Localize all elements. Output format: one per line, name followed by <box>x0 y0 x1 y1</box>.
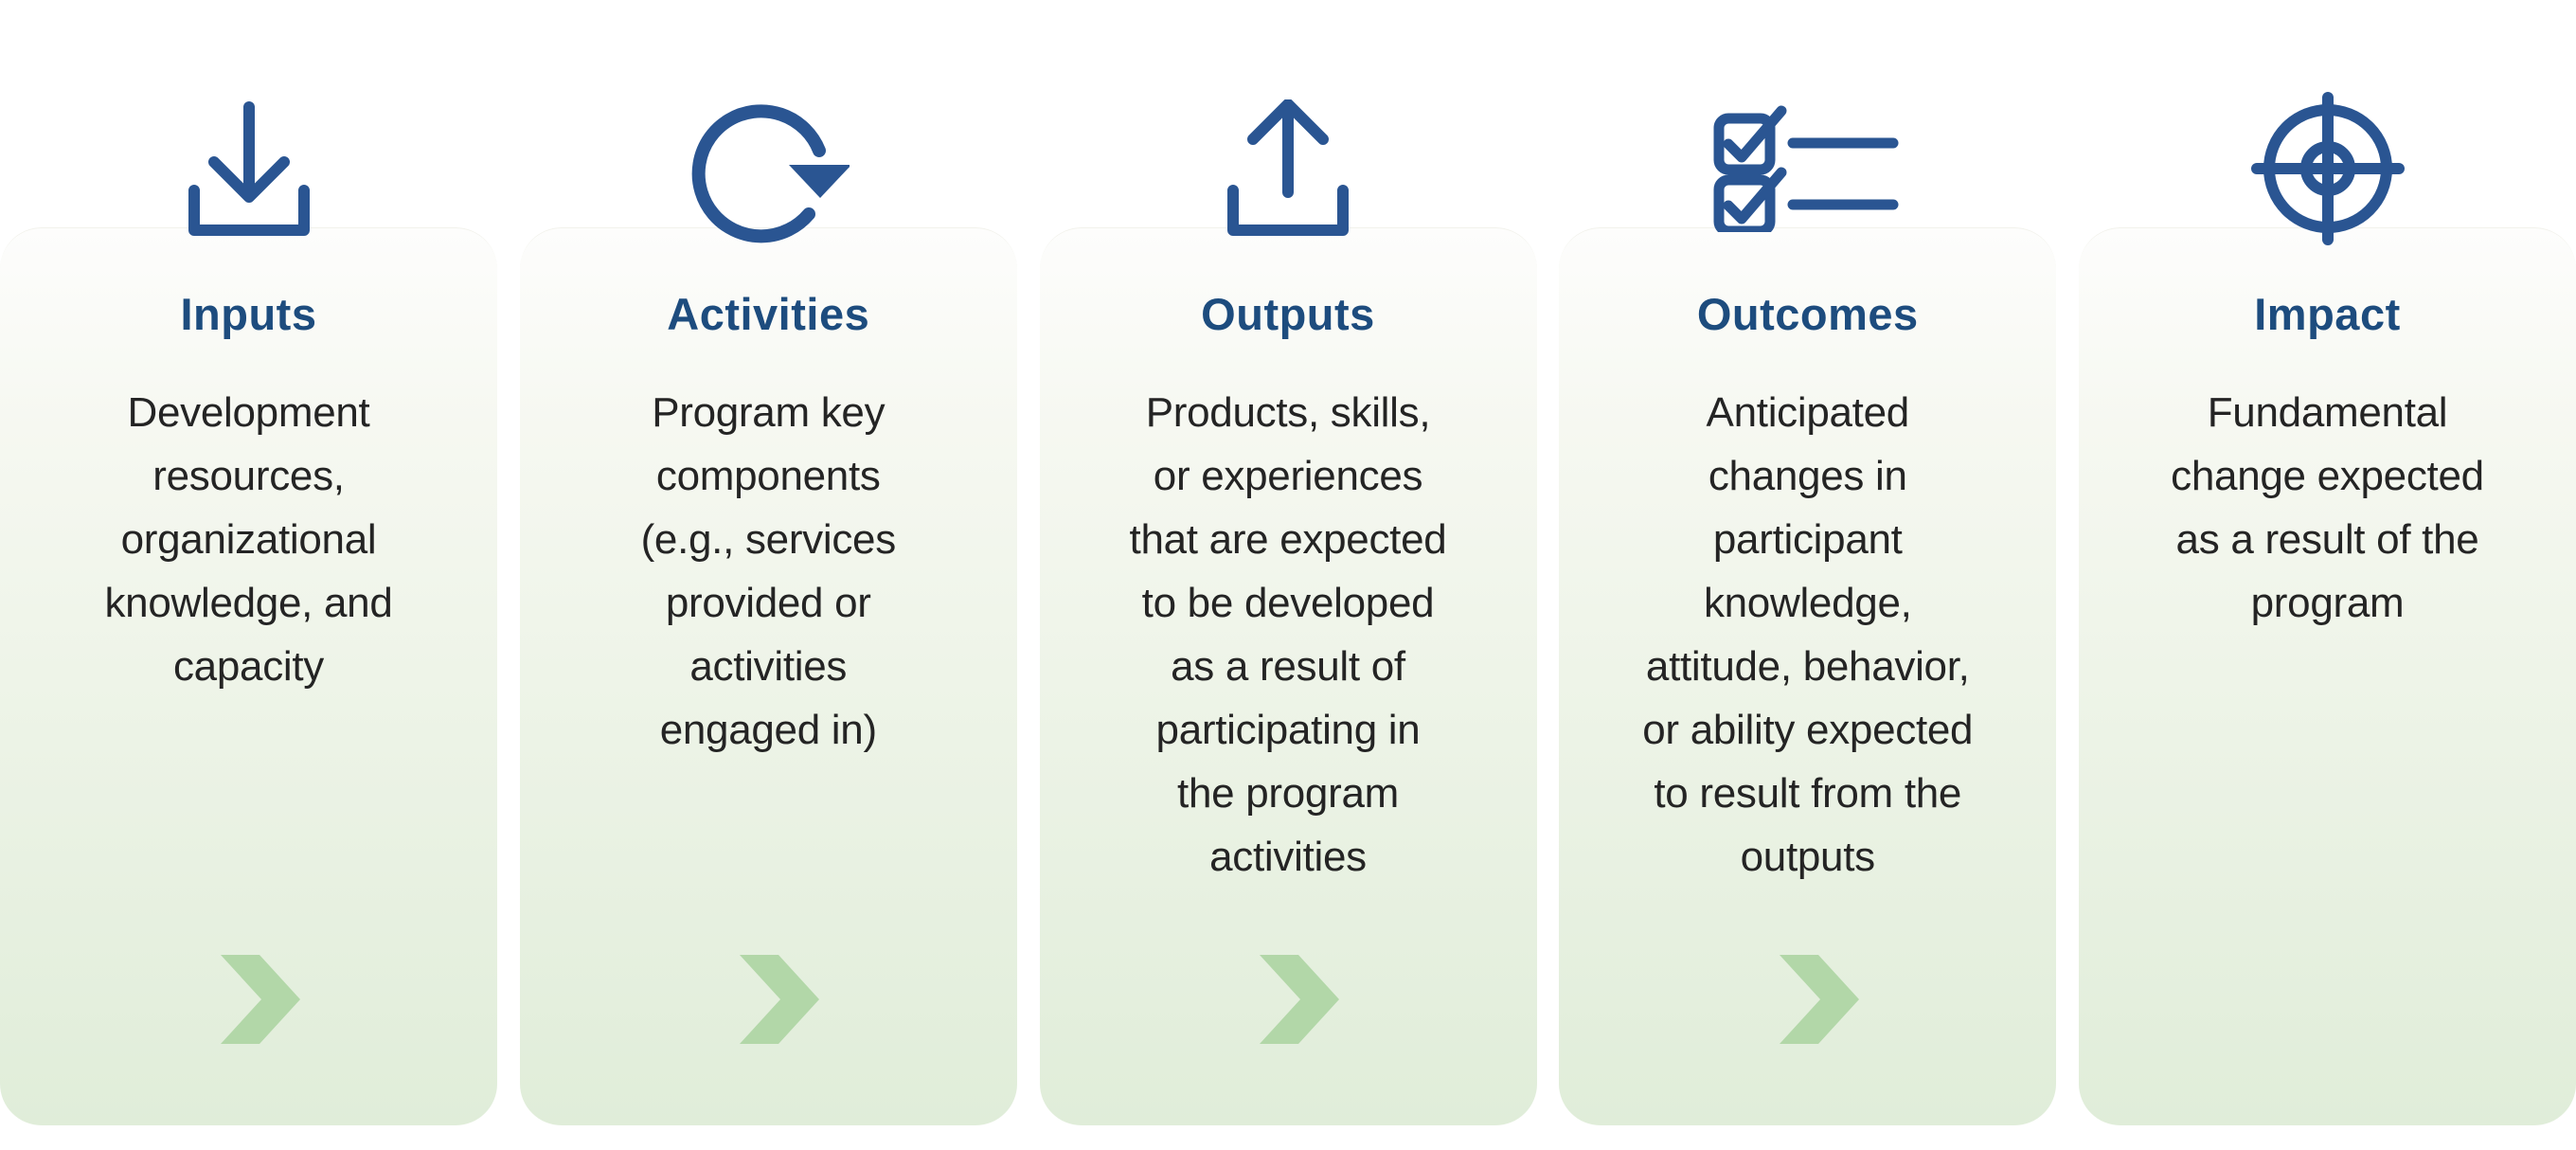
outcomes-description: Anticipated changes in participant knowl… <box>1642 389 1974 880</box>
outputs-title: Outputs <box>1201 289 1375 339</box>
chevron-right-icon <box>220 955 300 1044</box>
impact-title: Impact <box>2254 289 2401 339</box>
outcomes-icon-area <box>1559 57 2056 280</box>
outputs-icon-area <box>1040 57 1537 280</box>
column-inputs: Inputs Development resources, organizati… <box>0 0 497 1150</box>
column-impact: Impact Fundamental change expected as a … <box>2079 0 2576 1150</box>
column-outputs: Outputs Products, skills, or experiences… <box>1039 0 1537 1150</box>
inputs-description: Development resources, organizational kn… <box>104 389 393 690</box>
column-activities: Activities Program key components (e.g.,… <box>519 0 1017 1150</box>
chevron-right-icon <box>1779 955 1859 1044</box>
outputs-description: Products, skills, or experiences that ar… <box>1129 389 1447 880</box>
inputs-title: Inputs <box>180 289 317 339</box>
inputs-icon-area <box>0 57 497 280</box>
outcomes-title: Outcomes <box>1696 289 1919 339</box>
activities-title: Activities <box>667 289 870 339</box>
chevron-right-icon <box>740 955 820 1044</box>
chevron-right-icon <box>1260 955 1339 1044</box>
target-icon <box>2250 92 2405 245</box>
impact-card-background <box>2079 227 2576 1125</box>
upload-icon <box>1227 99 1349 236</box>
download-icon <box>188 101 310 236</box>
activities-description: Program key components (e.g., services p… <box>640 389 897 753</box>
impact-description: Fundamental change expected as a result … <box>2171 389 2484 626</box>
refresh-clockwise-icon <box>691 104 850 243</box>
column-outcomes: Outcomes Anticipated changes in particip… <box>1559 0 2057 1150</box>
activities-icon-area <box>520 57 1017 280</box>
impact-icon-area <box>2079 57 2576 280</box>
checklist-icon <box>1713 105 1899 232</box>
